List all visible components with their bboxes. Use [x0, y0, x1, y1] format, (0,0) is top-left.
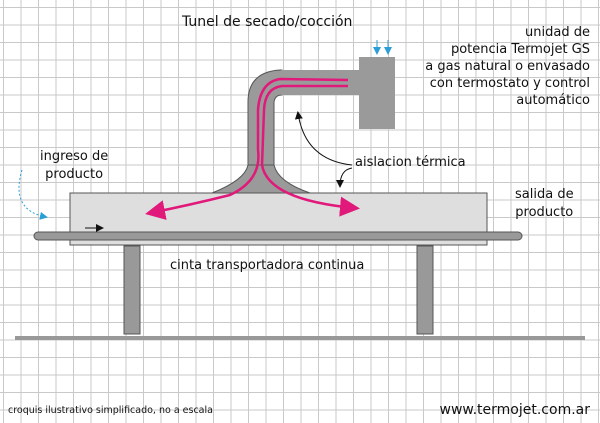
salida-line: salida de: [515, 187, 574, 202]
airflow-arrows: [145, 77, 349, 220]
unit-line: potencia Termojet GS: [450, 42, 590, 57]
airflow-arrow-right: [260, 84, 360, 217]
conveyor-belt: [33, 231, 523, 241]
burner-unit: [359, 57, 395, 129]
insulation-pointer: [336, 167, 353, 188]
unit-line: con termostato y control: [429, 76, 590, 91]
support-leg-right: [416, 245, 434, 335]
insulation-pointer: [294, 111, 353, 166]
duct-elbow: [247, 69, 283, 166]
duct-flare: [211, 164, 311, 194]
unit-description: unidad de potencia Termojet GS a gas nat…: [425, 24, 590, 109]
footnote: croquis ilustrativo simplificado, no a e…: [8, 405, 213, 416]
website-link[interactable]: www.termojet.com.ar: [439, 402, 590, 418]
salida-line: producto: [515, 205, 574, 220]
salida-label: salida de producto: [515, 186, 574, 222]
ingreso-label: ingreso de producto: [40, 148, 108, 184]
support-leg-left: [123, 245, 141, 335]
diagram-title: Tunel de secado/cocción: [182, 14, 353, 30]
unit-line: unidad de: [525, 25, 590, 40]
unit-line: automático: [516, 93, 590, 108]
duct-horizontal: [281, 70, 359, 95]
ingreso-line: ingreso de: [40, 149, 109, 164]
product-entry-arrow: [18, 169, 48, 220]
aislacion-label: aislacion térmica: [355, 155, 466, 170]
cinta-label: cinta transportadora continua: [170, 258, 365, 273]
unit-line: a gas natural o envasado: [425, 59, 590, 74]
ingreso-line: producto: [45, 167, 104, 182]
